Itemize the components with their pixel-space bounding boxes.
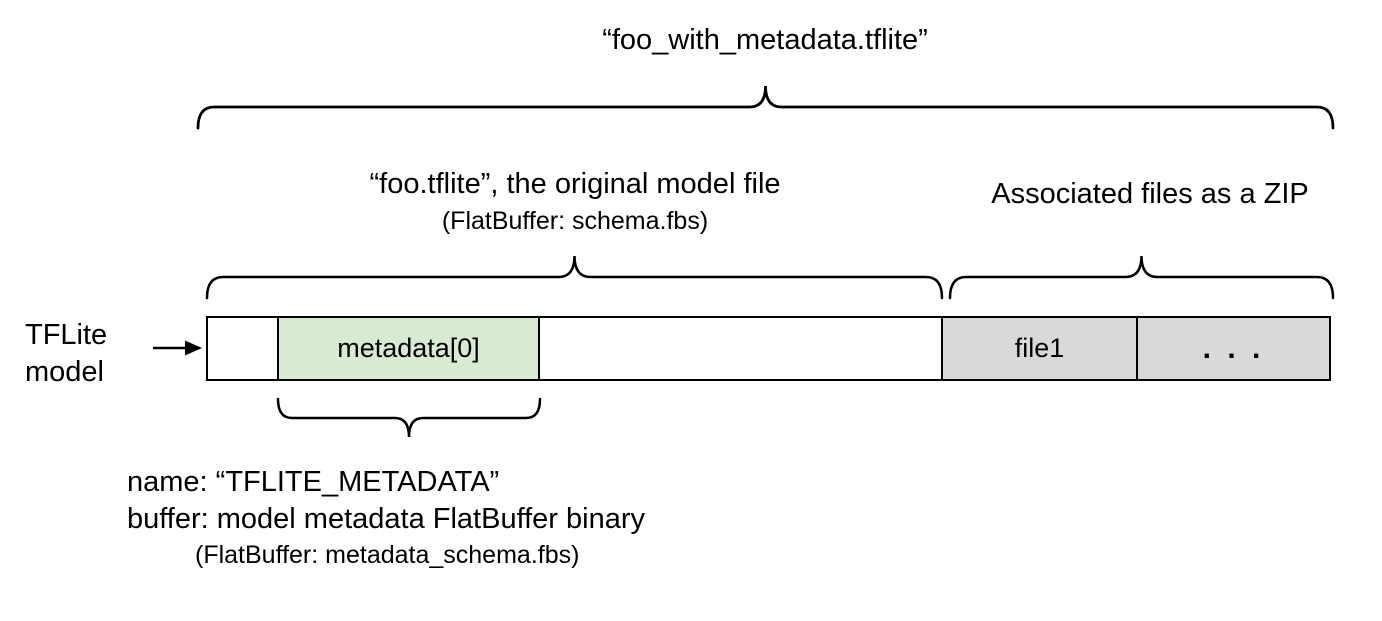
bar-segment-metadata: metadata[0]	[277, 318, 538, 379]
bar-segment-header	[208, 318, 277, 379]
tflite-model-label: TFLite model	[25, 319, 108, 388]
metadata-name-line: name: “TFLITE_METADATA”	[127, 466, 500, 498]
pointer-arrow-icon	[153, 340, 202, 356]
associated-files-label: Associated files as a ZIP	[991, 178, 1309, 210]
metadata-schema-line: (FlatBuffer: metadata_schema.fbs)	[195, 541, 580, 569]
model-bar: metadata[0] file1 . . .	[206, 316, 1331, 381]
bar-segment-more-files: . . .	[1136, 318, 1329, 379]
bar-segment-file1: file1	[941, 318, 1136, 379]
metadata-buffer-line: buffer: model metadata FlatBuffer binary	[127, 503, 645, 535]
overbrace-original-model-icon	[205, 255, 944, 300]
original-model-sublabel: (FlatBuffer: schema.fbs)	[441, 207, 709, 235]
file-with-metadata-title: “foo_with_metadata.tflite”	[602, 24, 928, 56]
bar-segment-model-body	[538, 318, 941, 379]
original-model-label: “foo.tflite”, the original model file	[369, 168, 781, 200]
underbrace-metadata-icon	[276, 397, 542, 438]
metadata-details-note: name: “TFLITE_METADATA” buffer: model me…	[127, 464, 645, 570]
overbrace-associated-files-icon	[948, 255, 1335, 300]
overbrace-full-file-icon	[196, 85, 1335, 130]
